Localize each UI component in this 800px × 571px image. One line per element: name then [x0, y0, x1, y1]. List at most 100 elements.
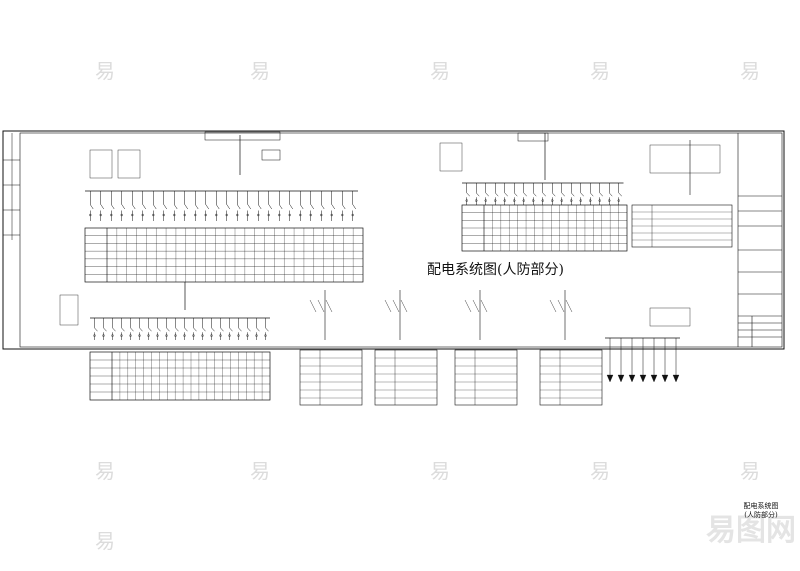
panel-1-meter-symbol	[257, 213, 260, 217]
panel-4-meter-symbol	[138, 334, 141, 337]
panel-2-breaker-symbol	[466, 192, 470, 197]
panel-1-breaker-symbol	[310, 204, 314, 210]
panel-4-meter-symbol	[93, 334, 96, 337]
panel-4-meter-symbol	[219, 334, 222, 337]
panel-4-meter-symbol	[237, 334, 240, 337]
panel-2-legend-box	[439, 142, 463, 172]
panel-2-breaker-symbol	[561, 192, 565, 197]
sub-panel-breaker-symbol	[317, 299, 325, 313]
panel-1-meter-symbol	[89, 213, 92, 217]
panel-4-breaker-symbol	[256, 327, 260, 332]
title-block-name-line1: 配电系统图	[743, 502, 779, 510]
panel-2-breaker-symbol	[609, 192, 613, 197]
sub-panel-table	[454, 349, 518, 406]
panel-2-breaker-symbol	[504, 192, 508, 197]
panel-4-breaker-symbol	[184, 327, 188, 332]
sub-panel-breaker-symbol	[464, 299, 472, 313]
panel-2-meter-symbol	[522, 199, 525, 202]
panel-1-breaker-symbol	[237, 204, 241, 210]
panel-4-meter-symbol	[183, 334, 186, 337]
diagram-main-title: 配电系统图(人防部分)	[427, 262, 564, 278]
panel-1-breaker-symbol	[90, 204, 94, 210]
panel-1-meter-symbol	[330, 213, 333, 217]
panel-1-breaker-symbol	[121, 204, 125, 210]
panel-1-breaker-symbol	[163, 204, 167, 210]
watermark-glyph: 易	[590, 459, 610, 483]
panel-1-breaker-symbol	[216, 204, 220, 210]
panel-4-meter-symbol	[255, 334, 258, 337]
panel-1-breaker-symbol	[342, 204, 346, 210]
panel-1-meter-symbol	[110, 213, 113, 217]
panel-2-meter-symbol	[484, 199, 487, 202]
panel-4-meter-symbol	[156, 334, 159, 337]
panel-2-meter-symbol	[598, 199, 601, 202]
panel-2-breaker-symbol	[485, 192, 489, 197]
panel-4-breaker-symbol	[139, 327, 143, 332]
panel-1-meter-symbol	[351, 213, 354, 217]
title-block-name-line2: (人防部分)	[744, 511, 778, 519]
panel-2-breaker-symbol	[523, 192, 527, 197]
panel-4-legend-box	[59, 294, 79, 326]
panel-4-meter-symbol	[228, 334, 231, 337]
panel-4-breaker-symbol	[211, 327, 215, 332]
transformer-box	[261, 149, 281, 161]
watermark-glyph: 易	[250, 59, 270, 83]
sub-panel-breaker-symbol	[480, 299, 488, 313]
panel-1-meter-symbol	[131, 213, 134, 217]
panel-1-meter-symbol	[299, 213, 302, 217]
panel-1-meter-symbol	[288, 213, 291, 217]
panel-2-meter-symbol	[494, 199, 497, 202]
lighting-fixture-symbol	[628, 374, 636, 383]
panel-4-meter-symbol	[210, 334, 213, 337]
panel-1-breaker-symbol	[247, 204, 251, 210]
panel-4-breaker-symbol	[94, 327, 98, 332]
panel-1-meter-symbol	[320, 213, 323, 217]
sub-panel-table	[539, 349, 603, 406]
panel-2-breaker-symbol	[580, 192, 584, 197]
sub-panel-table	[299, 349, 363, 406]
panel-1-meter-symbol	[183, 213, 186, 217]
panel-2-meter-symbol	[608, 199, 611, 202]
panel-4-meter-symbol	[192, 334, 195, 337]
panel-4-breaker-symbol	[103, 327, 107, 332]
panel-2-meter-symbol	[475, 199, 478, 202]
lighting-fixture-symbol	[639, 374, 647, 383]
sub-panel-breaker-symbol	[325, 299, 333, 313]
legend-box-1	[89, 149, 113, 179]
panel-2-meter-symbol	[503, 199, 506, 202]
panel-1-breaker-symbol	[174, 204, 178, 210]
sub-panel-breaker-symbol	[565, 299, 573, 313]
panel-2-breaker-symbol	[495, 192, 499, 197]
left-binding-strip	[3, 133, 20, 240]
panel-1-breaker-symbol	[132, 204, 136, 210]
panel-1-meter-symbol	[162, 213, 165, 217]
lighting-fixture-symbol	[650, 374, 658, 383]
panel-4-breaker-symbol	[247, 327, 251, 332]
panel-4-breaker-symbol	[265, 327, 269, 332]
panel-2-breaker-symbol	[514, 192, 518, 197]
panel-1-meter-symbol	[194, 213, 197, 217]
drawing-frame	[2, 130, 785, 350]
drawing-inner-frame	[19, 132, 783, 348]
panel-1-breaker-symbol	[258, 204, 262, 210]
sub-panel-breaker-symbol	[549, 299, 557, 313]
panel-1-meter-symbol	[225, 213, 228, 217]
panel-2-meter-symbol	[617, 199, 620, 202]
panel-1-breaker-symbol	[100, 204, 104, 210]
watermark-glyph: 易	[95, 529, 115, 553]
panel-1-breaker-symbol	[205, 204, 209, 210]
panel-4-meter-symbol	[111, 334, 114, 337]
panel-4-breaker-symbol	[193, 327, 197, 332]
watermark-glyph: 易	[250, 459, 270, 483]
panel-4-meter-symbol	[165, 334, 168, 337]
lighting-fixture-symbol	[672, 374, 680, 383]
panel-2-breaker-symbol	[552, 192, 556, 197]
panel-1-breaker-symbol	[226, 204, 230, 210]
panel-1-meter-symbol	[141, 213, 144, 217]
sub-panel-breaker-symbol	[557, 299, 565, 313]
panel-2-meter-symbol	[579, 199, 582, 202]
panel-1-meter-symbol	[267, 213, 270, 217]
panel-1-breaker-symbol	[352, 204, 356, 210]
incoming-label-box	[204, 131, 281, 141]
